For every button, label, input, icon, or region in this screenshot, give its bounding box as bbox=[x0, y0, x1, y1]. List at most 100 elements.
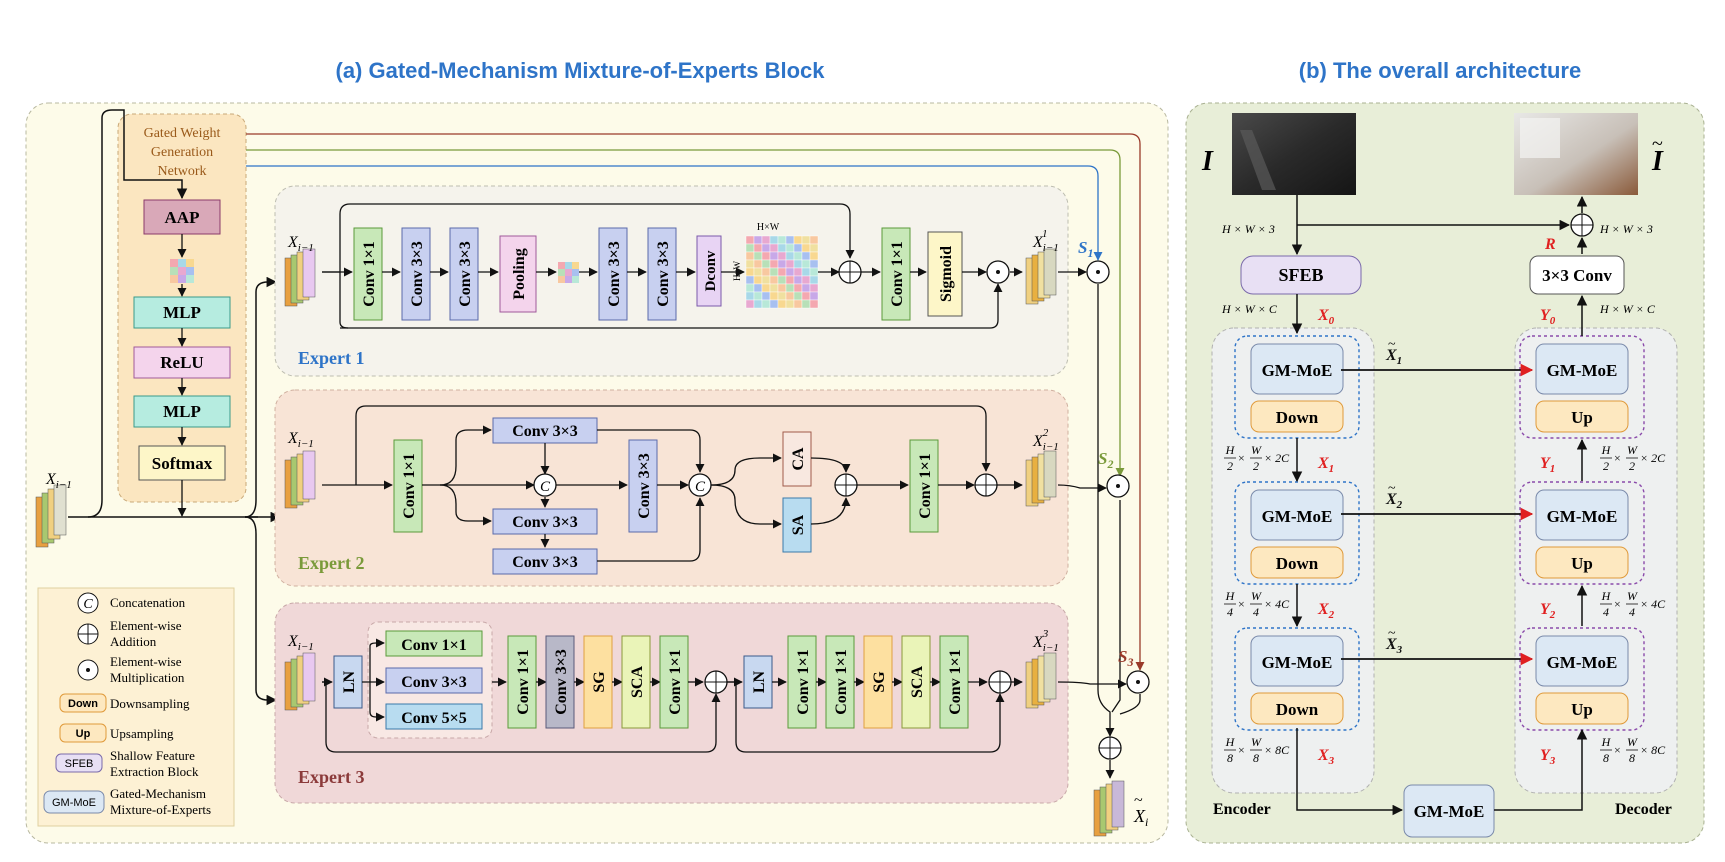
svg-text:C: C bbox=[540, 479, 551, 495]
heatmap-cell bbox=[761, 267, 771, 277]
frac-num: H bbox=[1601, 589, 1612, 603]
e2-concat-circle-1: C bbox=[533, 473, 557, 497]
heatmap-cell bbox=[745, 299, 755, 309]
heatmap-cell bbox=[753, 251, 763, 261]
e3-seq2-conv1x1-b-label: Conv 1×1 bbox=[833, 649, 850, 715]
dim-tail: × 4C bbox=[1640, 597, 1666, 611]
e2-concat-circle-2: C bbox=[688, 473, 712, 497]
svg-text:SFEB: SFEB bbox=[65, 758, 94, 770]
legend-addition: Element-wise Addition bbox=[77, 618, 182, 649]
heatmap-cell bbox=[801, 235, 811, 245]
e1-hw-label: H×W bbox=[757, 222, 780, 233]
svg-text:CA: CA bbox=[790, 447, 807, 471]
output-add-circle bbox=[1570, 213, 1594, 237]
heatmap-cell bbox=[809, 235, 819, 245]
down-label: Down bbox=[1276, 554, 1319, 573]
encoder-gmmoe-3 bbox=[1250, 635, 1344, 687]
heatmap-cell bbox=[753, 299, 763, 309]
e1-sigmoid bbox=[927, 231, 963, 317]
label-Y0: Y0 bbox=[1540, 307, 1556, 327]
svg-text:Downsampling: Downsampling bbox=[110, 696, 190, 711]
e1-conv1x1-a bbox=[353, 227, 383, 321]
conv3x3-block bbox=[1529, 255, 1625, 295]
e3-seq1-conv3x3-label: Conv 3×3 bbox=[553, 649, 570, 715]
frac-num: W bbox=[1627, 735, 1638, 749]
heatmap-cell bbox=[745, 275, 755, 285]
heatmap-cell bbox=[801, 243, 811, 253]
frac-num: H bbox=[1601, 443, 1612, 457]
svg-text:SA: SA bbox=[790, 514, 807, 535]
label-X3: X3 bbox=[1317, 747, 1335, 767]
e1-output-stack bbox=[1025, 248, 1057, 305]
gate-weight-line-s3 bbox=[246, 133, 1145, 671]
heatmap-cell bbox=[769, 235, 779, 245]
arch-arrows bbox=[1291, 195, 1588, 816]
frac-den: 4 bbox=[1253, 605, 1259, 619]
svg-text:Conv 3×3: Conv 3×3 bbox=[409, 241, 426, 307]
e1-pooled-grid-icon bbox=[558, 262, 579, 283]
softmax-label: Softmax bbox=[152, 454, 213, 473]
gate-label-2: Generation bbox=[151, 145, 213, 160]
label-X0: X0 bbox=[1317, 307, 1335, 327]
legend-sfeb: SFEB Shallow Feature Extraction Block bbox=[55, 748, 199, 779]
label-Y2: Y2 bbox=[1540, 601, 1556, 621]
e1-mult-circle bbox=[986, 260, 1010, 284]
frac-den: 4 bbox=[1629, 605, 1635, 619]
heatmap-cell bbox=[761, 259, 771, 269]
up-block-3 bbox=[1535, 692, 1629, 725]
e2-add-circle-1 bbox=[834, 473, 858, 497]
heatmap-cell bbox=[769, 299, 779, 309]
heatmap-cell bbox=[769, 251, 779, 261]
frac-den: 8 bbox=[1253, 751, 1259, 765]
gate-label-1: Gated Weight bbox=[144, 126, 221, 141]
output-tilde: ~ bbox=[1652, 133, 1663, 155]
svg-text:Conv 1×1: Conv 1×1 bbox=[401, 453, 418, 519]
e2-output-symbol: Xi−12 bbox=[1032, 427, 1059, 453]
down-block-1 bbox=[1250, 400, 1344, 433]
heatmap-cell bbox=[785, 299, 795, 309]
sfeb-block bbox=[1240, 255, 1362, 295]
frac-den: 8 bbox=[1227, 751, 1233, 765]
decoder-gmmoe-1 bbox=[1535, 343, 1629, 395]
e3-seq1-sca bbox=[621, 635, 651, 729]
heatmap-cell bbox=[777, 283, 787, 293]
heatmap-cell bbox=[745, 243, 755, 253]
svg-text:C: C bbox=[695, 479, 706, 495]
dim-times: × bbox=[1238, 451, 1245, 465]
heatmap-cell bbox=[785, 235, 795, 245]
svg-text:Dconv: Dconv bbox=[703, 250, 719, 291]
down-label: Down bbox=[1276, 408, 1319, 427]
e3-seq1-sg-label: SG bbox=[591, 671, 608, 693]
dim-tail: × 2C bbox=[1640, 451, 1666, 465]
dim-tail: × 2C bbox=[1264, 451, 1290, 465]
mlp-block-1 bbox=[133, 296, 231, 329]
s3-mult-circle bbox=[1126, 670, 1150, 694]
decoder-gmmoe-2 bbox=[1535, 489, 1629, 541]
e2-ca-block bbox=[782, 431, 812, 487]
e2-output-stack bbox=[1025, 450, 1057, 507]
heatmap-cell bbox=[761, 283, 771, 293]
title-a: (a) Gated-Mechanism Mixture-of-Experts B… bbox=[336, 58, 826, 83]
heatmap-cell bbox=[801, 275, 811, 285]
heatmap-cell bbox=[785, 275, 795, 285]
heatmap-cell bbox=[753, 243, 763, 253]
e1-heatmap-grid bbox=[745, 235, 819, 309]
frac-den: 4 bbox=[1603, 605, 1609, 619]
skip-X1-tilde: ~ bbox=[1388, 337, 1396, 352]
dim-hw3-left: H × W × 3 bbox=[1221, 222, 1275, 236]
heatmap-cell bbox=[793, 259, 803, 269]
e3-seq2-conv1x1-a-label: Conv 1×1 bbox=[795, 649, 812, 715]
heatmap-cell bbox=[769, 275, 779, 285]
svg-text:Shallow Feature: Shallow Feature bbox=[110, 748, 195, 763]
label-Y1: Y1 bbox=[1540, 455, 1555, 475]
arch-labels: H × W × 3 H × W × 3 H × W × C H × W × C … bbox=[1221, 222, 1666, 767]
final-add-circle bbox=[1098, 736, 1122, 760]
dim-times: × bbox=[1614, 451, 1621, 465]
expert-1-input-symbol: Xi−1 bbox=[287, 234, 314, 254]
legend-concat: C Concatenation bbox=[77, 592, 186, 614]
dim-times: × bbox=[1238, 597, 1245, 611]
dim-hwc-left: H × W × C bbox=[1221, 302, 1278, 316]
svg-text:Upsampling: Upsampling bbox=[110, 726, 174, 741]
